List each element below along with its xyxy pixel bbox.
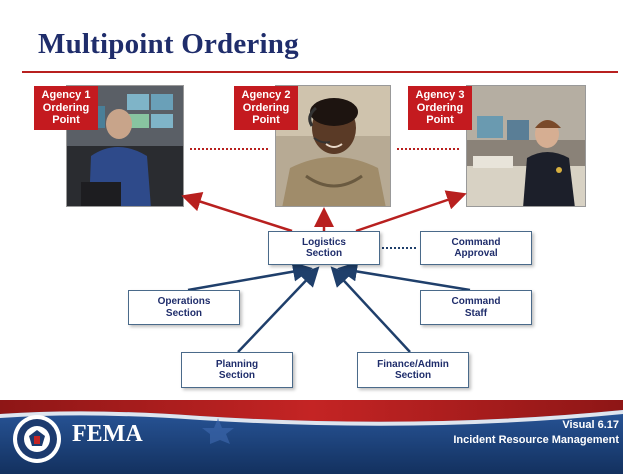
- agency-1-ordering-point-label: Agency 1 Ordering Point: [34, 86, 98, 130]
- agency-2-ordering-point-label: Agency 2 Ordering Point: [234, 86, 298, 130]
- arrow-operations-to-logistics: [187, 261, 313, 292]
- dhs-seal-icon: [13, 415, 61, 463]
- visual-number: Visual 6.17: [562, 419, 619, 431]
- arrow-command-staff-to-logistics: [337, 261, 471, 292]
- command-staff-box: Command Staff: [420, 290, 532, 325]
- arrow-logistics-to-agency1: [181, 192, 293, 233]
- slide-title: Multipoint Ordering: [38, 28, 299, 60]
- footer-banner: FEMA Visual 6.17 Incident Resource Manag…: [0, 400, 623, 474]
- arrow-planning-to-logistics: [237, 266, 320, 353]
- planning-section-box: Planning Section: [181, 352, 293, 388]
- officer-at-desk-photo-icon: [466, 85, 586, 207]
- arrow-finance-to-logistics: [330, 266, 411, 353]
- arrow-logistics-to-agency3: [355, 190, 467, 233]
- title-divider: [22, 71, 618, 73]
- command-approval-box: Command Approval: [420, 231, 532, 265]
- fema-brand: FEMA: [72, 421, 143, 447]
- finance-admin-section-box: Finance/Admin Section: [357, 352, 469, 388]
- module-title: Incident Resource Management: [453, 434, 619, 446]
- flag-banner-background: [0, 400, 623, 474]
- agency-3-ordering-point-label: Agency 3 Ordering Point: [408, 86, 472, 130]
- logistics-section-box: Logistics Section: [268, 231, 380, 265]
- dispatcher-photo-icon: [66, 85, 184, 207]
- operations-section-box: Operations Section: [128, 290, 240, 325]
